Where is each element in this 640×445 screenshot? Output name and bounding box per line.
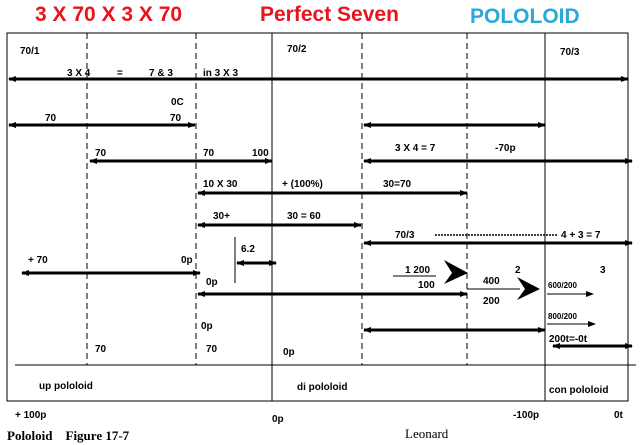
column-label-1: 70/1	[20, 46, 40, 57]
label: 0p	[181, 255, 193, 266]
label: in 3 X 3	[203, 68, 238, 79]
label: 200	[483, 296, 500, 307]
label: 7 & 3	[149, 68, 173, 79]
column-label-3: 70/3	[560, 47, 580, 58]
label: 200t=-0t	[549, 334, 588, 345]
label: 100	[252, 148, 269, 159]
figure-caption: Pololoid Figure 17-7	[7, 428, 130, 443]
label: 70	[206, 344, 218, 355]
scale-mid: 0p	[272, 414, 284, 425]
column-label-2: 70/2	[287, 44, 307, 55]
zone-con: con pololoid	[549, 385, 608, 396]
label: 70	[45, 113, 57, 124]
label: 70	[95, 148, 107, 159]
label: 0p	[283, 347, 295, 358]
label: 70	[95, 344, 107, 355]
zone-di: di pololoid	[297, 382, 348, 393]
label: + 70	[28, 255, 48, 266]
label: 0p	[206, 277, 218, 288]
title-middle: Perfect Seven	[260, 3, 399, 26]
label: 3 X 4 = 7	[395, 143, 436, 154]
author: Leonard	[405, 426, 449, 441]
scale-left: + 100p	[15, 410, 46, 421]
zone-up: up pololoid	[39, 381, 93, 392]
label: 0C	[171, 97, 184, 108]
frame	[6, 32, 636, 402]
label: 70	[203, 148, 215, 159]
title-left: 3 X 70 X 3 X 70	[35, 3, 182, 26]
label: 10 X 30	[203, 179, 238, 190]
label: 6.2	[241, 244, 255, 255]
label: 30+	[213, 211, 230, 222]
label: -70p	[495, 143, 516, 154]
label: + (100%)	[282, 179, 323, 190]
label: 4 + 3 = 7	[561, 230, 601, 241]
label: 3	[600, 265, 606, 276]
label: 600/200	[548, 281, 577, 290]
label: 1 200	[405, 265, 430, 276]
label: =	[117, 68, 123, 79]
label: 70	[170, 113, 182, 124]
label: 30=70	[383, 179, 412, 190]
title-right: POLOLOID	[470, 5, 580, 28]
label: 400	[483, 276, 500, 287]
label: 100	[418, 280, 435, 291]
label: 2	[515, 265, 521, 276]
label: 3 X 4	[67, 68, 91, 79]
label: 30 = 60	[287, 211, 321, 222]
label: 0p	[201, 321, 213, 332]
scale-right: -100p	[513, 410, 539, 421]
label: 70/3	[395, 230, 415, 241]
arrows	[8, 76, 633, 349]
scale-end: 0t	[614, 410, 624, 421]
label: 800/200	[548, 312, 577, 321]
